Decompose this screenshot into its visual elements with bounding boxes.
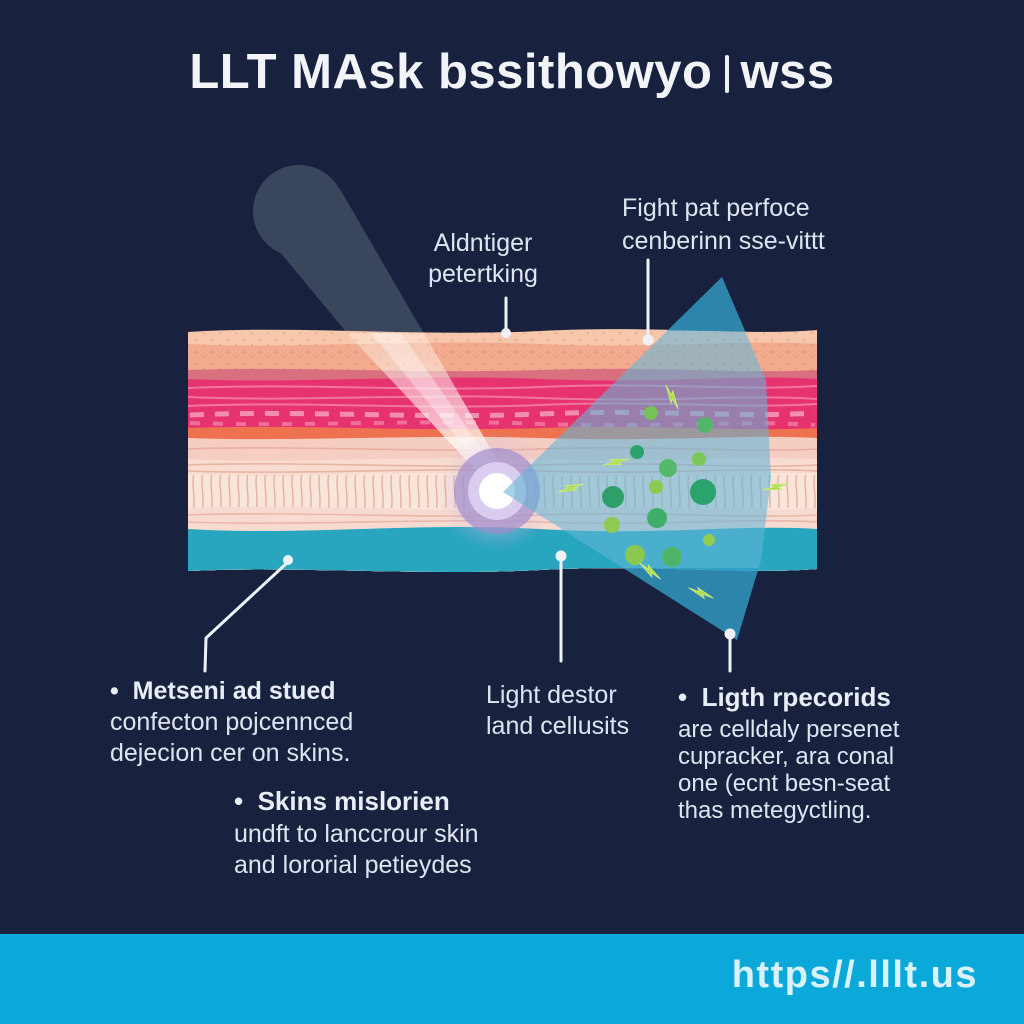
callout-skin-note-label: • Skins mislorien undft to lanccrour ski… [234,786,479,881]
callout-line: Aldntiger [433,229,533,257]
callout-title: Skins mislorien [257,786,450,816]
bullet-glyph: • [678,682,688,712]
callout-line: and lororial petieydes [234,851,472,879]
connector-dot-penetration [501,328,511,338]
callout-surface-label: Fight pat perfoce cenberinn sse-vittt [622,192,825,258]
callout-cells-label: Light destor land cellusits [486,680,629,742]
callout-line: cupracker, ara conal [678,743,895,770]
website-url: https//.lllt.us [731,954,978,996]
callout-deep-label: • Metseni ad stued confecton pojcennced … [110,676,353,769]
incoming-light-beam [253,165,424,333]
callout-line: are celldaly persenet [678,716,900,743]
callout-line: one (ecnt besn-seat [678,770,891,797]
callout-bullet-line: • Ligth rpecorids [678,682,899,713]
callout-line: thas metegyctling. [678,797,872,824]
callout-title: Metseni ad stued [132,677,336,705]
callout-line: dejecion cer on skins. [110,739,351,767]
callout-records-label: • Ligth rpecorids are celldaly persenet … [678,682,899,824]
connector-deep [203,560,290,673]
callout-connectors [203,258,736,673]
footer-bar: https//.lllt.us [0,934,1024,1024]
photon-sparkles [557,384,790,600]
title-thin-mark [724,55,729,93]
callout-line: cenberinn sse-vittt [622,227,825,255]
callout-bullet-line: • Skins mislorien [234,786,479,817]
connector-dot-deep [283,555,293,565]
callout-bullet-line: • Metseni ad stued [110,676,353,707]
bullet-glyph: • [110,677,119,705]
photon-cell-particles [602,406,716,567]
dermis-squiggle-texture [189,409,816,428]
callout-line: Light destor [486,681,617,709]
callout-penetration-label: Aldntiger petertking [383,228,583,290]
callout-line: petertking [428,260,538,288]
callout-line: land cellusits [486,712,630,740]
connector-dot-cells [555,550,567,562]
page-title-part1: LLT MAsk bssithowyo [189,45,713,99]
callout-line: confecton pojcennced [110,708,354,736]
callout-line: Fight pat perfoce [622,194,810,222]
page-title: LLT MAsk bssithowyo wss [0,44,1024,100]
callout-title: Ligth rpecorids [701,682,891,712]
callout-line: undft to lanccrour skin [234,820,479,848]
connector-dot-records [724,628,736,640]
connector-dot-surface [642,334,654,346]
light-focus-point [437,431,557,551]
page-title-part2: wss [740,45,835,99]
bullet-glyph: • [234,786,244,816]
